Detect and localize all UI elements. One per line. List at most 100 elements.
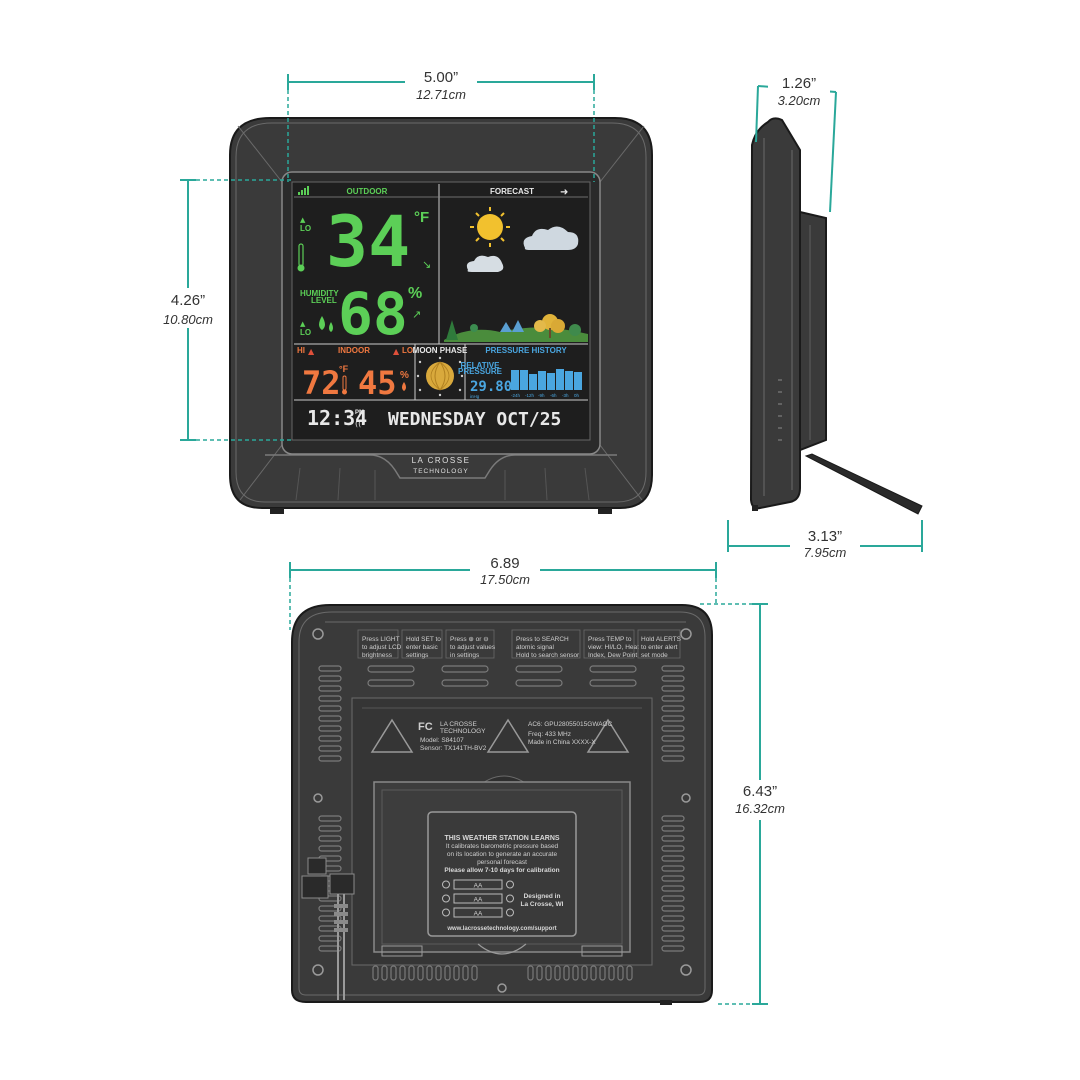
pressure-hour-label: -12h xyxy=(525,393,535,398)
back-button-labels: Press LIGHT to adjust LCD brightness Hol… xyxy=(357,629,682,659)
battery-icons: AA AA AA xyxy=(442,879,514,918)
back-width-main: 6.89 xyxy=(490,555,519,572)
designed-in-line2: La Crosse, WI xyxy=(521,901,564,908)
learns-line2: on its location to generate an accurate xyxy=(447,851,558,858)
pressure-hour-labels: -24h -12h -9h -6h -3h 0h xyxy=(511,393,580,398)
front-height-dimension: 4.26” 10.80cm xyxy=(160,179,292,441)
button-label-search-line2: atomic signal xyxy=(516,644,554,651)
stand-depth-main: 3.13” xyxy=(808,528,842,545)
button-label-adjust-line3: in settings xyxy=(450,652,480,659)
button-label-temp-line3: Index, Dew Point xyxy=(588,652,637,659)
relative-pressure-line1: RELATIVE xyxy=(461,361,501,370)
alert-icon: ▲ xyxy=(308,347,315,356)
support-url: www.lacrossetechnology.com/support xyxy=(446,926,556,932)
back-brand: LA CROSSE xyxy=(440,721,478,728)
front-width-main: 5.00” xyxy=(424,69,458,86)
model-number: Model: S84107 xyxy=(420,737,464,744)
forecast-label: FORECAST xyxy=(490,187,534,196)
fcc-logo: FC xyxy=(418,721,433,733)
pm-indicator: PM xyxy=(355,410,364,416)
landscape-icon xyxy=(444,314,588,342)
battery-label: AA xyxy=(474,897,483,904)
indoor-temp-unit: °F xyxy=(339,364,349,374)
learns-line3: personal forecast xyxy=(477,859,527,866)
outdoor-lo-label: LO xyxy=(300,224,311,233)
side-view xyxy=(749,117,923,515)
button-label-set-line2: enter basic xyxy=(406,644,439,651)
back-width-sub: 17.50cm xyxy=(480,572,530,587)
button-label-adjust: Press ⊕ or ⊖ xyxy=(450,636,489,643)
indoor-lo-label: LO xyxy=(402,346,413,355)
button-label-alerts-line3: set mode xyxy=(641,652,668,659)
back-width-dimension: 6.89 17.50cm xyxy=(289,554,717,630)
indoor-temperature: 72 xyxy=(302,364,341,402)
front-width-sub: 12.71cm xyxy=(416,87,466,102)
indoor-humidity-percent: % xyxy=(400,370,409,381)
indoor-humidity: 45 xyxy=(358,364,397,402)
frequency: Freq: 433 MHz xyxy=(528,731,571,738)
side-depth-sub: 3.20cm xyxy=(778,93,821,108)
button-label-light-line2: to adjust LCD xyxy=(362,644,402,651)
front-width-dimension: 5.00” 12.71cm xyxy=(287,68,595,182)
wall-hanger-icons xyxy=(370,718,630,753)
atomic-signal-icon: ((• xyxy=(355,419,366,428)
pressure-history-label: PRESSURE HISTORY xyxy=(485,346,567,355)
button-label-light-line3: brightness xyxy=(362,652,393,659)
button-label-temp: Press TEMP to xyxy=(588,636,632,643)
back-view: Press LIGHT to adjust LCD brightness Hol… xyxy=(291,604,713,1005)
arrow-right-icon: ➜ xyxy=(560,187,568,198)
battery-label: AA xyxy=(474,911,483,918)
outdoor-label: OUTDOOR xyxy=(347,187,388,196)
vent-slots-top xyxy=(367,665,637,687)
battery-label: AA xyxy=(474,883,483,890)
outdoor-humidity-percent: % xyxy=(408,285,422,302)
front-view: LA CROSSE TECHNOLOGY OUTDOOR FORECAST ➜ … xyxy=(229,117,653,514)
power-cord xyxy=(301,857,355,1000)
stand-depth-sub: 7.95cm xyxy=(804,545,847,560)
learns-title: THIS WEATHER STATION LEARNS xyxy=(444,835,559,842)
back-height-sub: 16.32cm xyxy=(735,801,785,816)
front-height-sub: 10.80cm xyxy=(163,312,213,327)
side-depth-main: 1.26” xyxy=(782,75,816,92)
button-label-set: Hold SET to xyxy=(406,636,441,643)
humidity-lo-label: LO xyxy=(300,328,311,337)
pressure-hour-label: -24h xyxy=(511,393,521,398)
alert-icon: ▲ xyxy=(393,347,400,356)
hi-arrow-icon: ▲ xyxy=(300,216,306,224)
pressure-hour-label: -3h xyxy=(562,393,569,398)
button-label-search: Press to SEARCH xyxy=(516,636,569,643)
humidity-label-line2: LEVEL xyxy=(311,296,337,305)
battery-compartment xyxy=(427,811,577,937)
button-label-alerts-line2: to enter alert xyxy=(641,644,678,651)
date-display: WEDNESDAY OCT/25 xyxy=(388,409,561,430)
back-height-dimension: 6.43” 16.32cm xyxy=(700,603,792,1005)
cloud-small-icon xyxy=(466,255,504,272)
brand-line1: LA CROSSE xyxy=(412,456,471,465)
front-height-main: 4.26” xyxy=(171,292,205,309)
vent-slots-right xyxy=(661,665,685,952)
button-label-search-line3: Hold to search sensor xyxy=(516,652,580,659)
sensor-model: Sensor: TX141TH-BV2 xyxy=(420,745,487,752)
clock-time: 12:34 xyxy=(307,406,367,430)
hi-arrow-icon: ▲ xyxy=(300,320,306,328)
designed-in-line1: Designed in xyxy=(524,893,561,900)
pressure-hour-label: -9h xyxy=(538,393,545,398)
stand-depth-dimension: 3.13” 7.95cm xyxy=(727,520,923,562)
outdoor-temperature: 34 xyxy=(326,201,410,283)
button-label-temp-line2: view: HI/LO, Heat xyxy=(588,644,639,651)
humidity-drop-icon xyxy=(319,316,333,332)
pressure-hour-label: 0h xyxy=(574,393,580,398)
indoor-hi-label: HI xyxy=(297,346,305,355)
pressure-value: 29.80 xyxy=(470,379,512,395)
indoor-thermometer-icon xyxy=(342,375,347,395)
made-in: Made in China XXXX-X xyxy=(528,739,596,746)
button-label-set-line3: settings xyxy=(406,652,429,659)
side-depth-dimension: 1.26” 3.20cm xyxy=(755,70,837,213)
trend-down-icon: ↘ xyxy=(422,258,431,271)
trend-up-icon: ↗ xyxy=(412,308,421,321)
outdoor-humidity: 68 xyxy=(338,280,408,348)
cloud-icon xyxy=(523,226,579,250)
back-height-main: 6.43” xyxy=(743,783,777,800)
